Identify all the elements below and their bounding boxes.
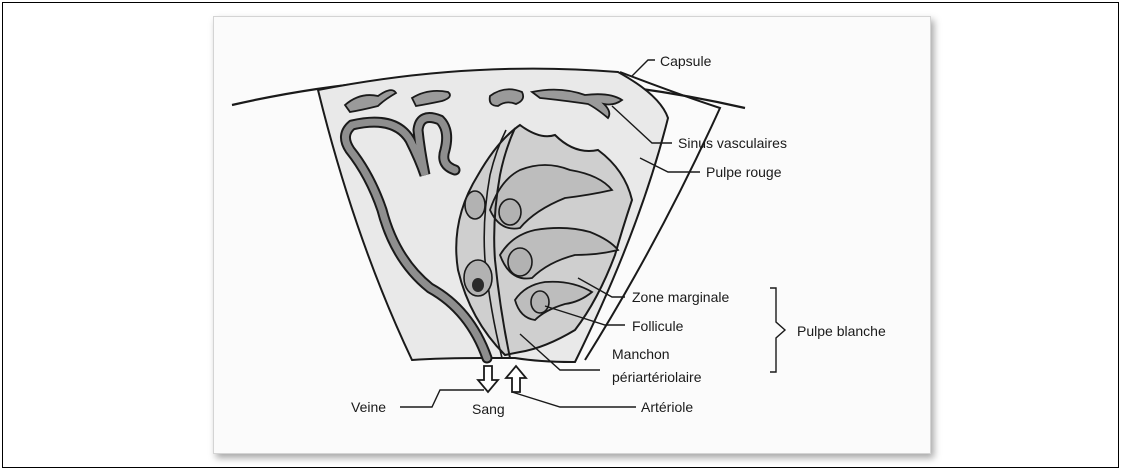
arrow-up-icon: [506, 366, 526, 392]
label-pulpe-rouge: Pulpe rouge: [706, 164, 782, 180]
label-pulpe-blanche: Pulpe blanche: [797, 323, 886, 339]
leader-arteriole: [512, 392, 636, 407]
blood-flow-arrows: [478, 366, 526, 392]
label-zone-marginale: Zone marginale: [632, 289, 729, 305]
arrow-down-icon: [478, 366, 498, 392]
cell: [531, 291, 549, 313]
label-arteriole: Artériole: [641, 399, 693, 415]
label-follicule: Follicule: [632, 318, 684, 334]
bracket-pulpe-blanche: [770, 288, 785, 372]
cell: [499, 199, 521, 225]
label-manchon-line1: Manchon: [612, 346, 670, 362]
label-sinus-vasculaires: Sinus vasculaires: [678, 135, 787, 151]
label-manchon-line2: périartériolaire: [612, 369, 702, 385]
label-veine: Veine: [351, 399, 386, 415]
cell-nucleus: [472, 278, 484, 292]
cell: [508, 248, 532, 276]
label-sang: Sang: [472, 401, 505, 417]
leader-capsule: [632, 60, 655, 76]
label-capsule: Capsule: [660, 53, 712, 69]
cell: [465, 191, 485, 219]
